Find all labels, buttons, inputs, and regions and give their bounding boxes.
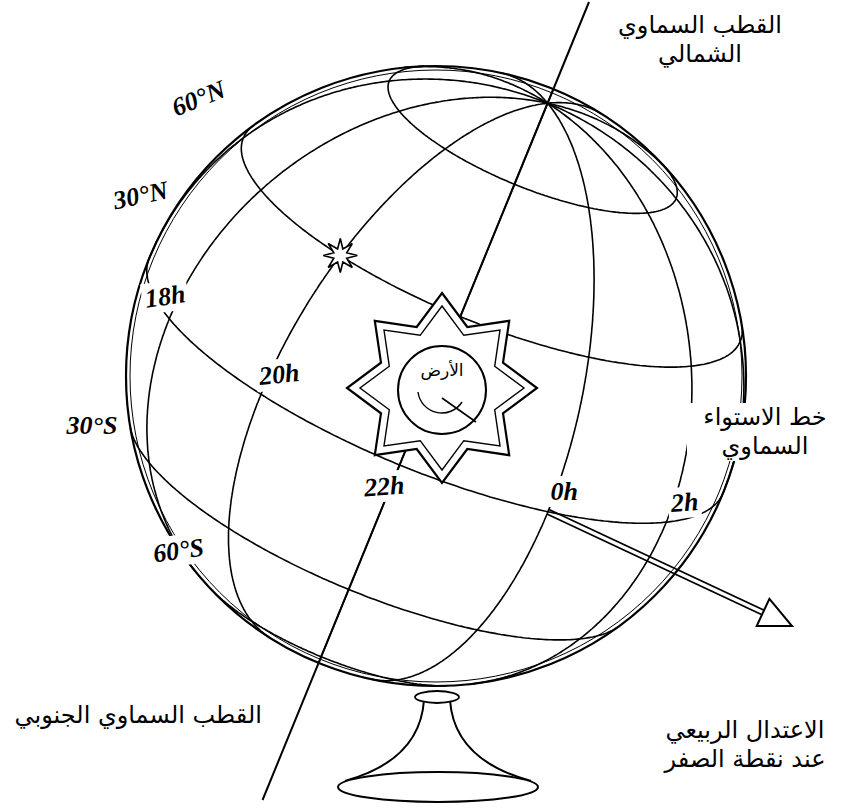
hour-label: 2h: [667, 485, 703, 518]
earth-label: الأرض: [399, 360, 485, 380]
hour-circle: [548, 103, 675, 178]
star-symbol: [323, 239, 357, 273]
arrow-shaft: [549, 509, 764, 610]
equator-label: خط الاستواء السماوي: [687, 403, 843, 461]
arrow-shaft: [547, 514, 762, 615]
celestial-axis: [263, 2, 589, 800]
sphere-rim: [126, 66, 746, 686]
hour-label: 0h: [547, 476, 580, 507]
stand-base: [338, 772, 538, 802]
declination-label: 60°N: [164, 72, 232, 124]
hour-circle: [229, 103, 548, 637]
hour-label: 22h: [360, 470, 409, 504]
stand-stem: [450, 700, 531, 781]
star-outline: [347, 293, 537, 483]
declination-circle: [130, 428, 617, 640]
earth-circle: الأرض: [397, 345, 487, 435]
declination-label: 30°S: [64, 410, 121, 441]
earth-radius-line: [442, 398, 476, 422]
hour-label: 18h: [140, 278, 190, 315]
declination-label: 60°S: [148, 531, 209, 570]
earth-crescent: [418, 392, 462, 413]
stand-stem: [345, 700, 424, 781]
arrow-head: [757, 599, 792, 626]
stand-collar: [415, 691, 459, 703]
hour-circle: [548, 103, 602, 115]
equinox-label: الاعتدال الربيعي عند نقطة الصفر: [647, 716, 843, 774]
declination-label: 30°N: [107, 173, 173, 216]
hour-label: 20h: [255, 356, 304, 392]
star-outline-inner: [360, 306, 524, 470]
sphere-rim-inner: [130, 70, 742, 682]
pole-label: القطب السماوي الشمالي: [602, 11, 798, 69]
hour-circle: [147, 97, 548, 572]
pole-label: القطب السماوي الجنوبي: [12, 701, 265, 730]
